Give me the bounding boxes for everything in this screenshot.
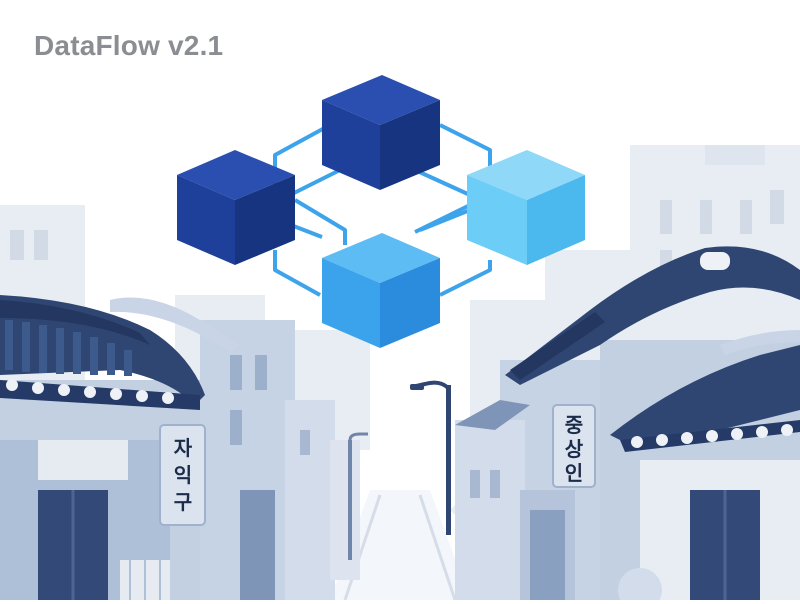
- network-cubes-icon: [177, 75, 585, 348]
- left-sign-char-2: 익: [174, 463, 192, 487]
- right-sign-char-2: 상: [565, 437, 584, 461]
- cube-bottom: [322, 233, 440, 348]
- left-sign-char-3: 구: [174, 490, 192, 514]
- cube-left: [177, 150, 295, 265]
- left-hanok: [0, 295, 240, 600]
- cube-top: [322, 75, 440, 190]
- left-street-buildings: [200, 320, 360, 600]
- app-title: DataFlow v2.1: [34, 30, 224, 61]
- right-shop-sign: 중 상 인: [552, 404, 596, 488]
- right-hanok: [505, 246, 800, 604]
- cube-right: [467, 150, 585, 265]
- left-shop-sign: 자 익 구: [159, 424, 206, 526]
- left-sign-char-1: 자: [174, 436, 193, 460]
- right-sign-char-3: 인: [565, 461, 583, 485]
- right-street-buildings: [455, 360, 610, 600]
- street-lamp-icon: [410, 380, 451, 535]
- right-sign-char-1: 중: [565, 413, 583, 437]
- left-street-pole: [348, 432, 368, 560]
